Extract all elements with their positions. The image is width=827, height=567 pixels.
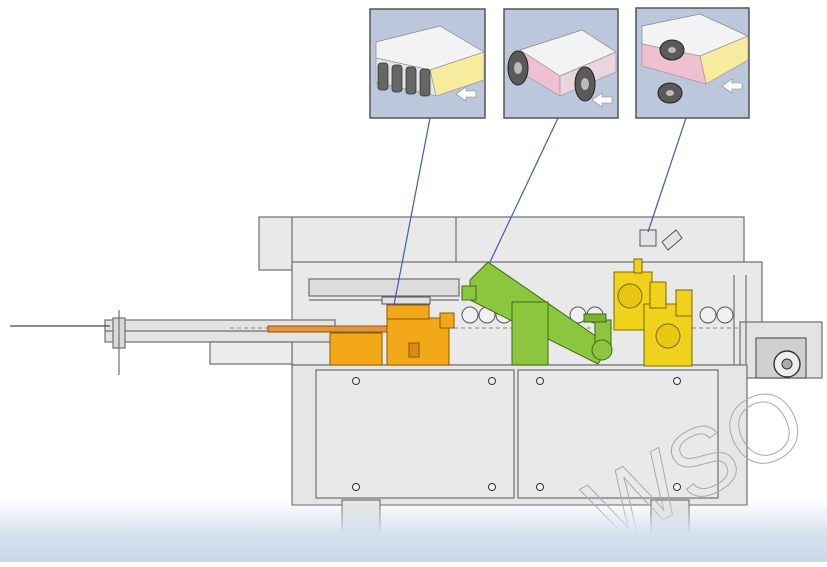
scraper-cutter-icon: [657, 82, 683, 104]
gluing-unit: [267, 296, 455, 366]
drive-motor-icon: [755, 337, 807, 379]
feed-arrow-icon: [455, 86, 477, 102]
scraping-unit: [613, 258, 693, 367]
cabinet-bolt-icons: [352, 377, 681, 491]
detail-panel-gluing: [369, 8, 486, 119]
leader-lines: [393, 117, 687, 306]
feed-arrow-icon: [721, 78, 743, 94]
feed-arrow-icon: [591, 92, 613, 108]
trimming-unit: [461, 261, 613, 366]
scraper-mount-icon: [639, 229, 683, 251]
machine-body: [10, 216, 823, 558]
scraper-cutter-icon: [659, 39, 685, 61]
glue-roller-icon: [377, 62, 431, 97]
detail-panel-scraping: [635, 7, 750, 119]
trimming-cutter-icon: [507, 50, 529, 86]
trimming-cutter-icon: [574, 66, 596, 102]
detail-panel-trimming: [503, 8, 619, 119]
